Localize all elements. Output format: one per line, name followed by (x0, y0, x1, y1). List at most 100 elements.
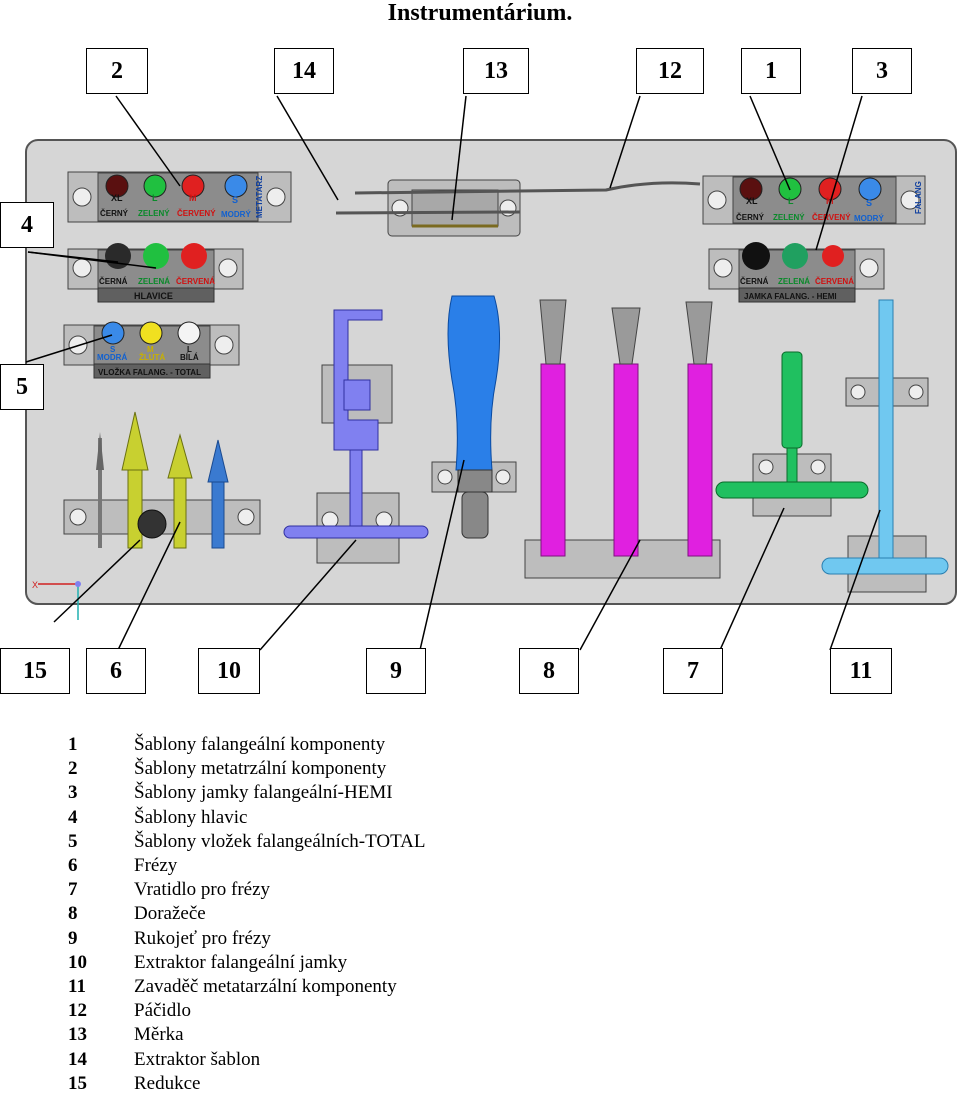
legend-text: Extraktor falangeální jamky (134, 951, 348, 973)
jamka-color-green: ZELENÁ (778, 277, 810, 286)
callout-6: 6 (86, 648, 146, 694)
falang-size-m: M (826, 196, 834, 206)
legend-text: Rukojeť pro frézy (134, 927, 271, 949)
legend-text: Frézy (134, 855, 178, 877)
inserter-instrument (821, 299, 949, 593)
jamka-color-black: ČERNÁ (740, 277, 769, 286)
metatarz-side-label: METATARZ (255, 176, 264, 218)
legend-number: 5 (68, 830, 78, 852)
legend-number: 9 (68, 927, 78, 949)
callout-15: 15 (0, 648, 70, 694)
hlavice-color-red: ČERVENÁ (176, 277, 215, 286)
metatarz-color-red: ČERVENÝ (177, 209, 216, 218)
falang-side-label: FALANG (914, 181, 923, 214)
jamka-template-plate: ČERNÁ ZELENÁ ČERVENÁ JAMKA FALANG. - HEM… (708, 242, 885, 303)
callout-11: 11 (830, 648, 892, 694)
hlavice-color-green: ZELENÁ (138, 277, 170, 286)
legend-number: 15 (68, 1072, 87, 1094)
metatarz-template-plate: XL L M S ČERNÝ ZELENÝ ČERVENÝ MODRÝ META… (67, 171, 292, 223)
legend-number: 13 (68, 1024, 87, 1046)
metatarz-size-l: L (152, 193, 158, 203)
hlavice-name: HLAVICE (134, 291, 173, 301)
legend-number: 7 (68, 879, 78, 901)
page-title: Instrumentárium. (387, 0, 573, 26)
legend-number: 14 (68, 1048, 87, 1070)
extractor-instrument (283, 309, 429, 564)
legend-row: 4 Šablony hlavic (68, 806, 768, 830)
jamka-name: JAMKA FALANG. - HEMI (744, 292, 837, 301)
legend-text: Vratidlo pro frézy (134, 879, 271, 901)
falang-size-l: L (788, 196, 794, 206)
legend-number: 6 (68, 855, 78, 877)
vlozka-size-s: S (110, 345, 116, 354)
legend-text: Měrka (134, 1024, 184, 1046)
metatarz-color-blue: MODRÝ (221, 210, 251, 219)
metatarz-color-green: ZELENÝ (138, 209, 170, 218)
falang-size-s: S (866, 198, 872, 208)
hlavice-template-plate: ČERNÁ ZELENÁ ČERVENÁ HLAVICE (67, 243, 244, 303)
legend-number: 1 (68, 734, 78, 756)
legend-number: 8 (68, 903, 78, 925)
vlozka-size-l: L (187, 345, 192, 354)
legend-text: Páčidlo (134, 1000, 191, 1022)
vlozka-color-blue: MODRÁ (97, 353, 127, 362)
legend-text: Šablony hlavic (134, 806, 248, 828)
legend-number: 10 (68, 951, 87, 973)
vlozka-template-plate: S M L MODRÁ ŽLUTÁ BÍLÁ VLOŽKA FALANG. - … (63, 321, 240, 379)
callout-9: 9 (366, 648, 426, 694)
impactor-set (524, 299, 721, 579)
jamka-color-red: ČERVENÁ (815, 277, 854, 286)
falang-color-green: ZELENÝ (773, 213, 805, 222)
handle-instrument (431, 295, 517, 539)
leader-lines (25, 95, 881, 651)
callout-4: 4 (0, 202, 54, 248)
legend-row: 10 Extraktor falangeální jamky (68, 951, 768, 975)
legend-number: 11 (68, 975, 86, 997)
legend-row: 9 Rukojeť pro frézy (68, 927, 768, 951)
callout-12: 12 (636, 48, 704, 94)
falang-color-blue: MODRÝ (854, 214, 884, 223)
legend-row: 6 Frézy (68, 854, 768, 878)
callout-14: 14 (274, 48, 334, 94)
callout-7: 7 (663, 648, 723, 694)
callout-2: 2 (86, 48, 148, 94)
vlozka-size-m: M (147, 345, 154, 354)
legend-row: 13 Měrka (68, 1023, 768, 1047)
metatarz-size-m: M (189, 193, 197, 203)
legend-text: Zavaděč metatarzální komponenty (134, 975, 397, 997)
legend-text: Šablony jamky falangeální-HEMI (134, 782, 393, 804)
falang-size-xl: XL (746, 196, 758, 206)
legend-text: Šablony falangeální komponenty (134, 734, 386, 756)
vlozka-name: VLOŽKA FALANG. - TOTAL (98, 368, 201, 377)
callout-1: 1 (741, 48, 801, 94)
legend-row: 8 Doražeče (68, 902, 768, 926)
axis-triad: X (32, 580, 81, 620)
callout-3: 3 (852, 48, 912, 94)
axis-x-label: X (32, 580, 38, 590)
legend-text: Doražeče (134, 903, 206, 925)
hlavice-color-black: ČERNÁ (99, 277, 128, 286)
falang-color-red: ČERVENÝ (812, 213, 851, 222)
falang-template-plate: XL L M S ČERNÝ ZELENÝ ČERVENÝ MODRÝ FALA… (702, 175, 926, 225)
tap-wrench-instrument (715, 351, 869, 517)
metatarz-color-black: ČERNÝ (100, 209, 129, 218)
callout-5: 5 (0, 364, 44, 410)
metatarz-size-xl: XL (111, 193, 123, 203)
legend-number: 4 (68, 806, 78, 828)
vlozka-color-yellow: ŽLUTÁ (139, 353, 165, 362)
reamer-set (63, 411, 261, 549)
instrument-tray-diagram: XL L M S ČERNÝ ZELENÝ ČERVENÝ MODRÝ META… (25, 95, 957, 651)
legend-number: 3 (68, 782, 78, 804)
metatarz-size-s: S (232, 195, 238, 205)
legend-row: 11 Zavaděč metatarzální komponenty (68, 975, 768, 999)
falang-color-black: ČERNÝ (736, 213, 765, 222)
legend-text: Šablony vložek falangeálních-TOTAL (134, 830, 426, 852)
legend-row: 5 Šablony vložek falangeálních-TOTAL (68, 830, 768, 854)
lever-instrument (335, 181, 701, 215)
callout-13: 13 (463, 48, 529, 94)
